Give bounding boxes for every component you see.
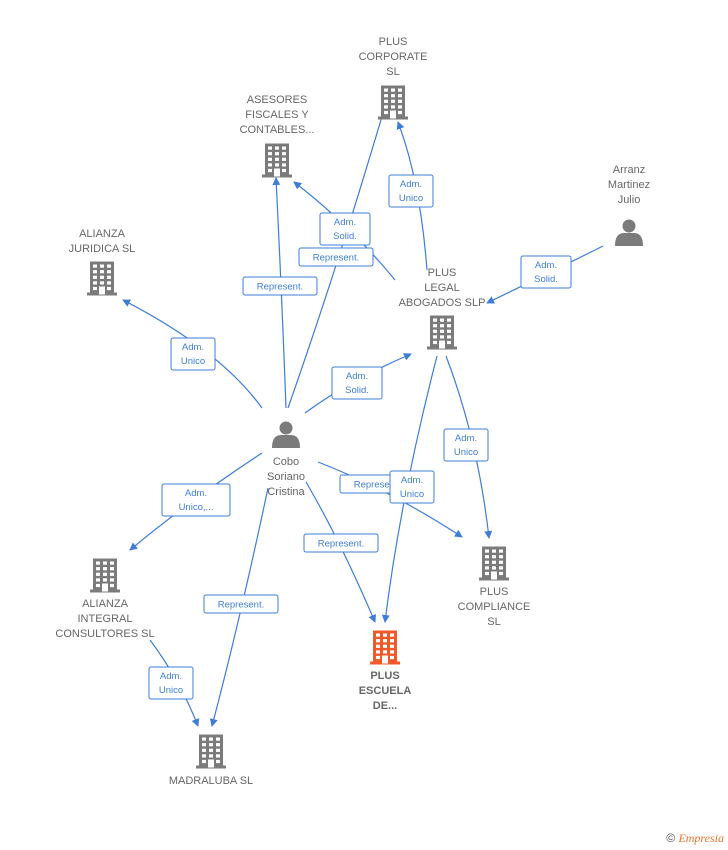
relation-badge-label: Unico — [399, 193, 423, 204]
relation-badge-label: Adm. — [160, 671, 182, 682]
relation-badge-label: Adm. — [535, 260, 557, 271]
node-label: Cobo — [273, 456, 299, 468]
node-label: ALIANZA — [82, 598, 129, 610]
relation-badge[interactable]: Represent. — [298, 247, 374, 267]
edge-cobo-to-asesores — [272, 177, 287, 409]
relation-badge-label: Solid. — [534, 274, 558, 285]
relation-badge-label: Adm. — [185, 488, 207, 499]
node-label: Soriano — [267, 471, 305, 483]
building-icon — [196, 734, 226, 769]
node-label: PLUS — [370, 670, 399, 682]
building-icon — [90, 558, 120, 593]
node-label: SL — [386, 66, 399, 78]
node-plus-compliance[interactable]: PLUS COMPLIANCE SL — [458, 546, 531, 629]
edges-layer — [122, 95, 604, 727]
person-icon — [615, 219, 643, 246]
building-icon — [87, 261, 117, 296]
relation-badge-label: Adm. — [401, 475, 423, 486]
relation-badge[interactable]: Represent. — [203, 594, 279, 614]
relation-badge[interactable]: Adm. Unico — [443, 428, 489, 462]
node-label: Cristina — [267, 486, 305, 498]
node-alianza-juridica[interactable]: ALIANZA JURIDICA SL — [69, 228, 136, 296]
brand-name: Empresia — [678, 831, 724, 845]
building-icon — [427, 315, 457, 350]
node-label: CONTABLES... — [240, 124, 315, 136]
relation-badge-label: Represent. — [354, 480, 400, 491]
relation-badge-label: Unico — [400, 489, 424, 500]
node-label: PLUS — [428, 267, 457, 279]
relation-badge[interactable]: Adm. Unico — [388, 174, 434, 208]
relation-badge[interactable]: Represent. — [242, 276, 318, 296]
node-label: FISCALES Y — [245, 109, 309, 121]
node-asesores[interactable]: ASESORES FISCALES Y CONTABLES... — [240, 94, 315, 178]
relation-badge-label: Adm. — [182, 342, 204, 353]
node-label: LEGAL — [424, 282, 459, 294]
node-label: JURIDICA SL — [69, 243, 136, 255]
relation-badge[interactable]: Adm. Unico — [170, 337, 216, 371]
relation-badge-label: Unico — [159, 685, 183, 696]
node-label: DE... — [373, 700, 397, 712]
copyright-icon: © — [666, 831, 676, 845]
relation-badge[interactable]: Adm. Unico,... — [161, 483, 231, 517]
node-label: CONSULTORES SL — [55, 628, 154, 640]
node-label: Julio — [618, 194, 641, 206]
relation-badge-label: Adm. — [346, 371, 368, 382]
node-label: INTEGRAL — [77, 613, 132, 625]
node-label: PLUS — [480, 586, 509, 598]
node-label: ESCUELA — [359, 685, 412, 697]
node-plus-escuela[interactable]: PLUS ESCUELA DE... — [359, 630, 412, 713]
node-plus-legal[interactable]: PLUS LEGAL ABOGADOS SLP — [399, 267, 486, 350]
node-label: ASESORES — [247, 94, 308, 106]
building-icon — [262, 143, 292, 178]
badges-layer: Adm.UnicoAdm.Solid.Represent.Represent.A… — [148, 174, 572, 700]
relation-badge-label: Represent. — [257, 282, 303, 293]
relation-badge-label: Unico — [454, 447, 478, 458]
node-label: PLUS — [379, 36, 408, 48]
node-label: Martinez — [608, 179, 650, 191]
node-alianza-integral[interactable]: ALIANZA INTEGRAL CONSULTORES SL — [55, 558, 155, 641]
node-label: SL — [487, 616, 500, 628]
relation-badge-label: Solid. — [333, 231, 357, 242]
node-label: ABOGADOS SLP — [399, 297, 486, 309]
relation-badge-label: Adm. — [455, 433, 477, 444]
node-plus-corporate[interactable]: PLUS CORPORATE SL — [359, 36, 428, 120]
relation-badge-label: Represent. — [313, 253, 359, 264]
relation-badge-label: Represent. — [318, 539, 364, 550]
relation-badge[interactable]: Adm. Solid. — [319, 212, 371, 246]
relation-badge-label: Solid. — [345, 385, 369, 396]
node-madraluba[interactable]: MADRALUBA SL — [169, 734, 253, 788]
relation-badge-label: Unico,... — [179, 502, 214, 513]
node-label: CORPORATE — [359, 51, 428, 63]
node-label: COMPLIANCE — [458, 601, 531, 613]
node-label: MADRALUBA SL — [169, 775, 253, 787]
building-icon — [370, 630, 400, 665]
relation-badge[interactable]: Adm. Unico — [148, 666, 194, 700]
relation-badge-label: Unico — [181, 356, 205, 367]
relation-badge[interactable]: Adm. Solid. — [331, 366, 383, 400]
relation-badge-label: Adm. — [334, 217, 356, 228]
node-label: Arranz — [613, 164, 645, 176]
building-icon — [378, 85, 408, 120]
relation-badge-label: Adm. — [400, 179, 422, 190]
relation-badge[interactable]: Represent. — [303, 533, 379, 553]
relation-badge[interactable]: Adm. Unico — [389, 470, 435, 504]
footer-brand: © Empresia — [666, 831, 724, 846]
node-label: ALIANZA — [79, 228, 126, 240]
relation-badge-label: Represent. — [218, 600, 264, 611]
person-icon — [272, 421, 300, 448]
building-icon — [479, 546, 509, 581]
nodes-layer: PLUS CORPORATE SL ASESORES FISCALES Y CONTABL… — [55, 36, 650, 787]
relation-badge[interactable]: Adm. Solid. — [520, 255, 572, 289]
